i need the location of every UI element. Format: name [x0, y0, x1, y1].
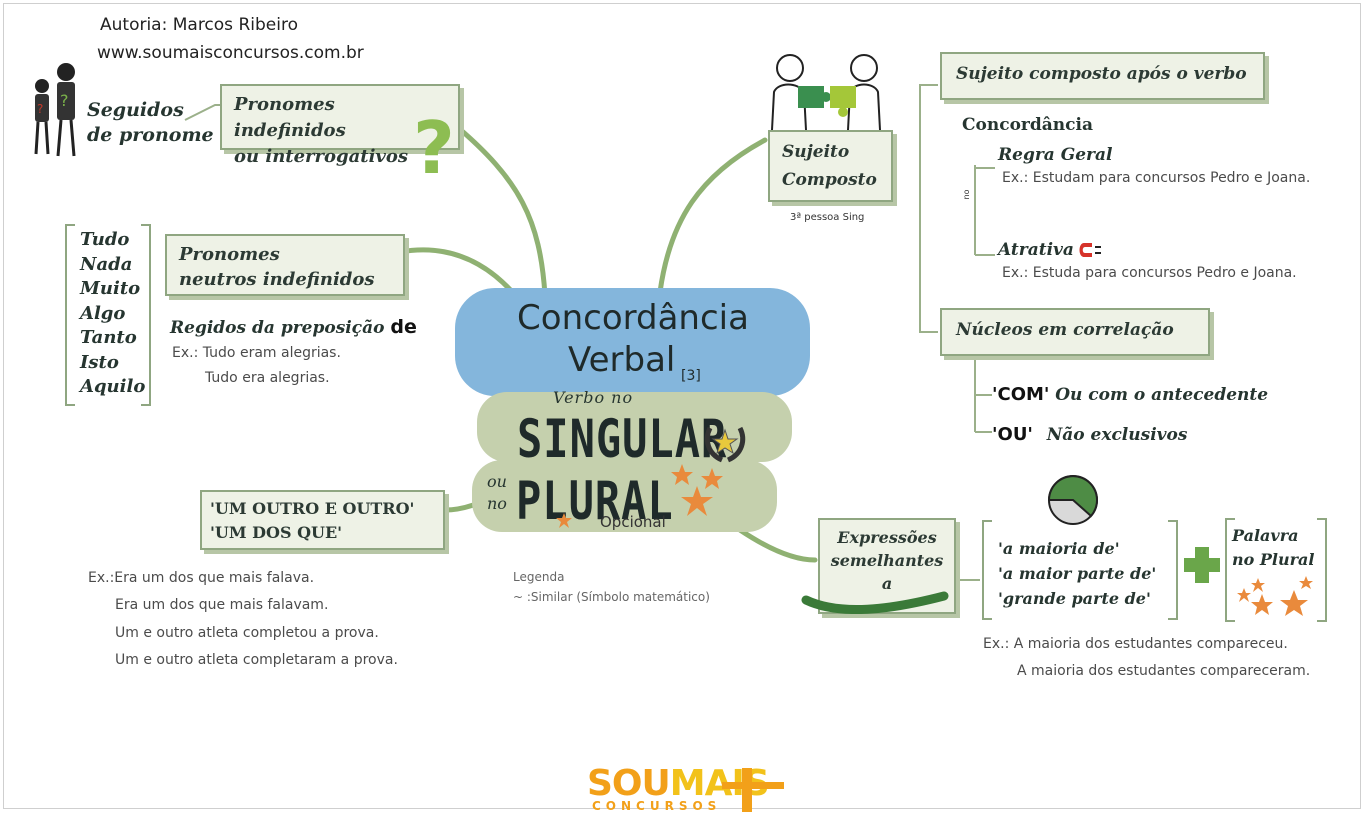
bracket-right — [141, 224, 151, 406]
regra-geral-label: Regra Geral — [998, 145, 1113, 165]
ou-vertical-label: ou — [962, 189, 972, 200]
ou-label: ou — [487, 472, 507, 491]
plural-stars-icon — [1237, 576, 1313, 616]
title-cloud — [455, 288, 810, 396]
plus-icon — [1184, 547, 1220, 583]
sujeito-apos-verbo-box: Sujeito composto após o verbo — [940, 52, 1265, 100]
small-star-icon — [556, 513, 572, 528]
sujeito-composto-box: Sujeito Composto — [768, 130, 893, 202]
expressoes-example-2: A maioria dos estudantes compareceram. — [1017, 663, 1311, 679]
ou-row: 'OU' Não exclusivos — [992, 424, 1188, 445]
atrativa-example: Ex.: Estuda para concursos Pedro e Joana… — [1002, 265, 1297, 281]
brand-cross-horizontal — [722, 782, 784, 789]
opcional-label: Opcional — [600, 513, 666, 531]
neutros-example-1: Ex.: Tudo eram alegrias. — [172, 345, 341, 361]
people-question-icon: ? ? — [34, 63, 76, 157]
plural-cloud — [472, 460, 777, 532]
palavra-bracket-right — [1317, 518, 1327, 622]
palavra-plural-label: Palavra no Plural — [1232, 526, 1315, 569]
stars-icon — [671, 464, 723, 516]
expressoes-bracket-right — [1168, 520, 1178, 620]
title-line-1: Concordância — [517, 298, 749, 338]
author-credit: Autoria: Marcos Ribeiro — [100, 15, 298, 35]
um-outro-example-4: Um e outro atleta completaram a prova. — [115, 652, 398, 668]
um-outro-example-1: Ex.:Era um dos que mais falava. — [88, 570, 315, 586]
title-line-2: Verbal — [568, 340, 676, 380]
verbo-no-label: Verbo no — [553, 388, 634, 407]
com-row: 'COM' Ou com o antecedente — [992, 384, 1269, 405]
palavra-bracket-left — [1225, 518, 1235, 622]
svg-text:?: ? — [37, 102, 43, 116]
plural-label: PLURAL — [516, 470, 674, 532]
um-outro-example-2: Era um dos que mais falavam. — [115, 597, 329, 613]
question-mark-icon: ? — [413, 106, 455, 190]
bracket-left — [65, 224, 75, 406]
brand-cross-vertical — [742, 768, 752, 812]
legend-title: Legenda — [513, 570, 565, 584]
pronomes-indefinidos-box: Pronomes indefinidos ou interrogativos — [220, 84, 460, 167]
puzzle-people-icon — [771, 54, 881, 131]
nucleos-correlacao-box: Núcleos em correlação — [940, 308, 1210, 356]
seguidos-label: Seguidos de pronome — [87, 99, 214, 146]
brand-subtitle: CONCURSOS — [592, 799, 722, 813]
ribbon-swoosh — [801, 591, 949, 614]
neutros-example-2: Tudo era alegrias. — [205, 370, 330, 386]
concordancia-label: Concordância — [962, 115, 1093, 135]
pronomes-neutros-box: Pronomes neutros indefinidos — [165, 234, 405, 296]
regra-geral-example: Ex.: Estudam para concursos Pedro e Joan… — [1002, 170, 1311, 186]
expressoes-bracket-left — [982, 520, 992, 620]
no-label: no — [487, 494, 507, 513]
neutros-word-list: Tudo Nada Muito Algo Tanto Isto Aquilo — [80, 229, 146, 397]
expressoes-example-1: Ex.: A maioria dos estudantes compareceu… — [983, 636, 1288, 652]
sujeito-note: 3ª pessoa Sing — [790, 212, 865, 223]
atrativa-label: Atrativa — [998, 240, 1074, 260]
magnet-icon — [1079, 243, 1101, 257]
diagram-frame — [3, 3, 1361, 809]
regidos-preposicao: Regidos da preposição de — [170, 316, 417, 338]
um-outro-box: 'UM OUTRO E OUTRO' 'UM DOS QUE' — [200, 490, 445, 550]
title-reference: [3] — [681, 368, 701, 384]
legend-item: ~ :Similar (Símbolo matemático) — [513, 590, 710, 604]
expressoes-list: 'a maioria de' 'a maior parte de' 'grand… — [998, 539, 1157, 608]
svg-text:?: ? — [60, 91, 69, 110]
um-outro-example-3: Um e outro atleta completou a prova. — [115, 625, 379, 641]
website-url: www.soumaisconcursos.com.br — [97, 43, 364, 63]
pie-chart-icon — [1047, 475, 1098, 525]
laurel-star-icon — [704, 426, 746, 463]
singular-label: SINGULAR — [517, 408, 728, 470]
